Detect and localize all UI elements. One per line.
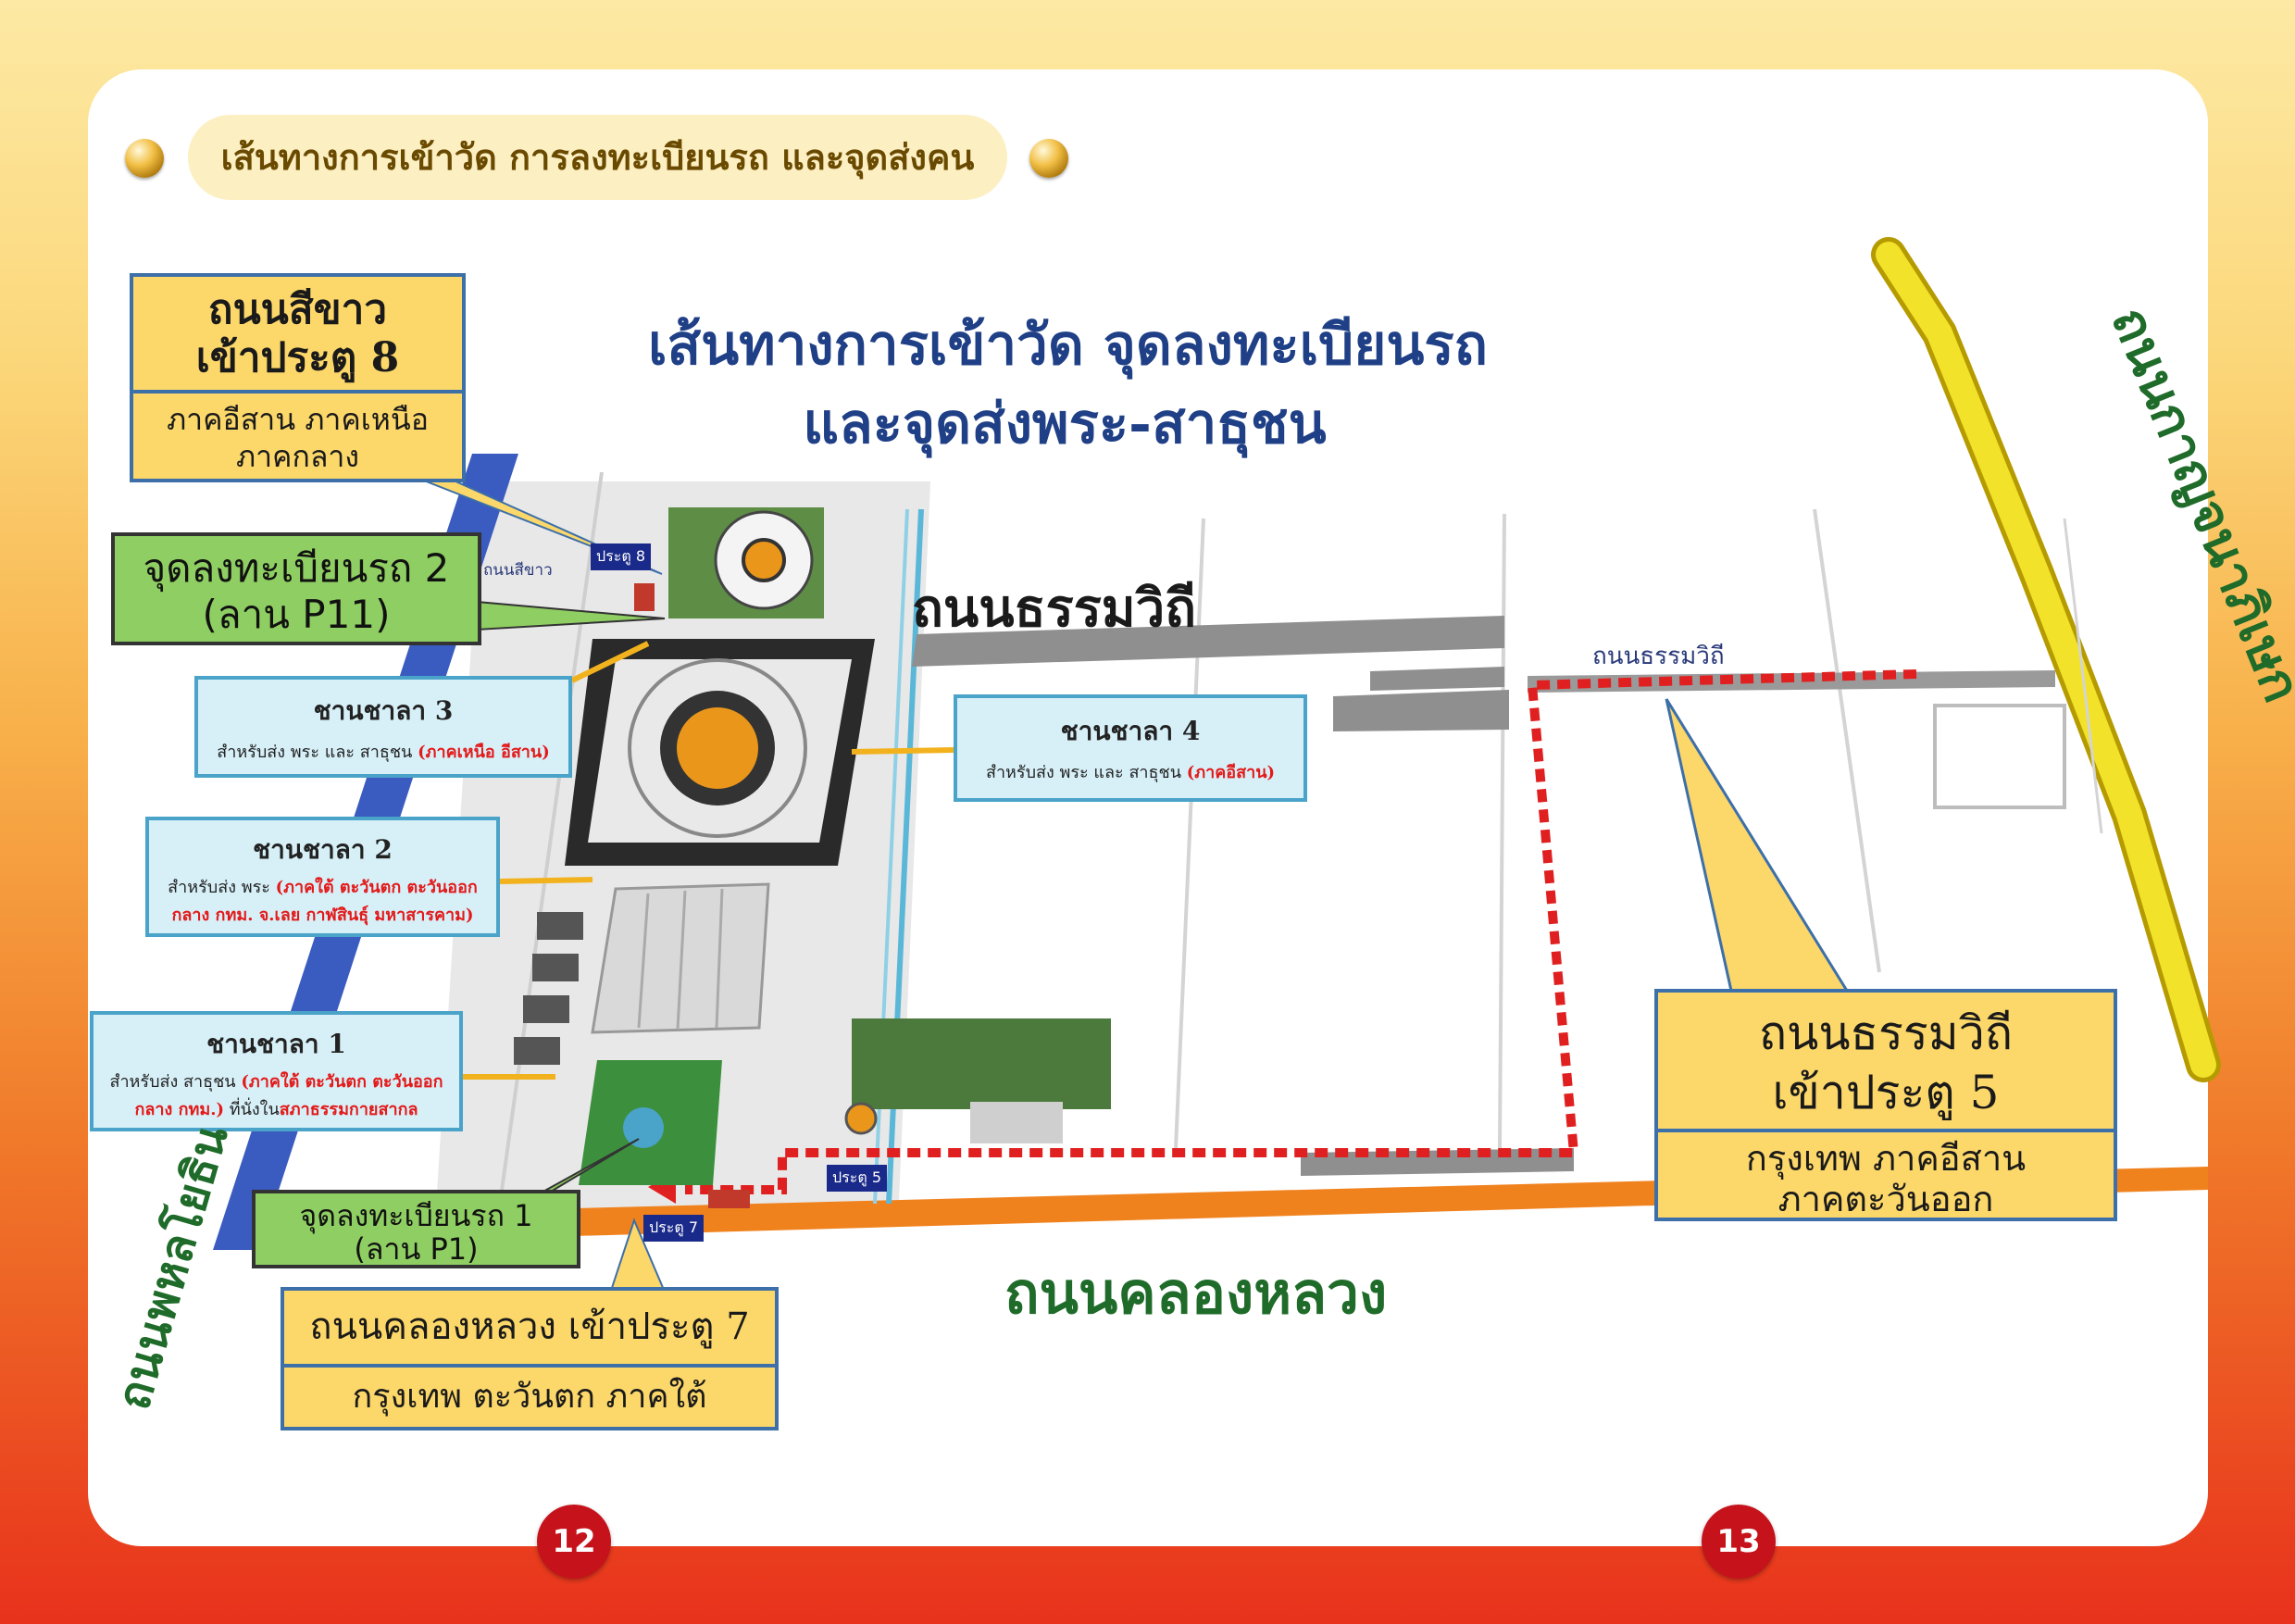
platform-4-title: ชานชาลา 4: [1060, 716, 1201, 746]
platform-1-title: ชานชาลา 1: [206, 1029, 346, 1059]
page-number-left: 12: [537, 1505, 611, 1579]
gate8-regions-line1: ภาคอีสาน ภาคเหนือ: [167, 402, 429, 437]
registration-point-2-callout: จุดลงทะเบียนรถ 2 (ลาน P11): [111, 532, 481, 645]
gate-8-tag: ประตู 8: [591, 543, 651, 570]
gate5-callout-title: ถนนธรรมวิถี เข้าประตู 5: [1654, 989, 2117, 1132]
reg2-line1: จุดลงทะเบียนรถ 2: [143, 545, 450, 591]
gold-orb-icon: [125, 139, 164, 178]
gate8-road-name: ถนนสีขาว: [207, 286, 388, 333]
forest-park: [852, 1018, 1111, 1109]
map-title-line2: และจุดส่งพระ-สาธุชน: [803, 392, 1327, 456]
gate-7-tag: ประตู 7: [643, 1215, 704, 1242]
kanchanaphisek-road: [1876, 242, 2216, 1078]
si-khao-small-label: ถนนสีขาว: [483, 561, 553, 580]
platform-4-desc: สำหรับส่ง พระ และ สาธุชน (ภาคอีสาน): [985, 763, 1276, 782]
platform-1-desc: สำหรับส่ง สาธุชน (ภาคใต้ ตะวันตก ตะวันออ…: [109, 1072, 443, 1092]
platform-3-callout: ชานชาลา 3 สำหรับส่ง พระ และ สาธุชน (ภาคเ…: [194, 676, 572, 778]
map-title-line1: เส้นทางการเข้าวัด จุดลงทะเบียนรถ: [648, 313, 1488, 378]
khlong-luang-road-label: ถนนคลองหลวง: [1004, 1259, 1388, 1327]
p3-arrow: [570, 641, 650, 683]
platform-4-callout: ชานชาลา 4 สำหรับส่ง พระ และ สาธุชน (ภาคอ…: [954, 694, 1307, 802]
gate5-road-name: ถนนธรรมวิถี: [1758, 1006, 2014, 1060]
gate8-callout-title: ถนนสีขาว เข้าประตู 8: [130, 273, 466, 394]
platform-2-desc2: กลาง กทม. จ.เลย กาฬสินธุ์ มหาสารคาม): [171, 906, 474, 925]
gold-orb-icon: [1029, 139, 1068, 178]
platform-3-title: ชานชาลา 3: [313, 695, 454, 726]
gate7-callout-title: ถนนคลองหลวง เข้าประตู 7: [281, 1287, 779, 1368]
gate5-regions-line2: ภาคตะวันออก: [1777, 1179, 1994, 1219]
thammawithi-road-segment: [912, 616, 1504, 667]
gate8-callout-regions: ภาคอีสาน ภาคเหนือ ภาคกลาง: [130, 390, 466, 482]
platform-1-desc2: กลาง กทม.) ที่นั่งในสภาธรรมกายสากล: [134, 1100, 418, 1119]
platform-2-callout: ชานชาลา 2 สำหรับส่ง พระ (ภาคใต้ ตะวันตก …: [145, 817, 500, 937]
gate5-pointer: [1665, 698, 1850, 993]
platform-3-desc: สำหรับส่ง พระ และ สาธุชน (ภาคเหนือ อีสาน…: [217, 743, 550, 762]
registration-point-1-callout: จุดลงทะเบียนรถ 1 (ลาน P1): [252, 1190, 580, 1268]
platform-1-callout: ชานชาลา 1 สำหรับส่ง สาธุชน (ภาคใต้ ตะวัน…: [90, 1011, 463, 1131]
gate5-callout-regions: กรุงเทพ ภาคอีสาน ภาคตะวันออก: [1654, 1129, 2117, 1221]
platform-2-title: ชานชาลา 2: [253, 834, 393, 865]
gate5-gate: เข้าประตู 5: [1772, 1066, 2000, 1119]
dhammakaya-cetiya: [677, 707, 758, 789]
reg1-line1: จุดลงทะเบียนรถ 1: [299, 1198, 533, 1233]
north-pagoda: [742, 538, 786, 582]
reg2-line2: (ลาน P11): [202, 592, 391, 637]
section-title: เส้นทางการเข้าวัด การลงทะเบียนรถ และจุดส…: [188, 115, 1007, 200]
thammawithi-road-label: ถนนธรรมวิถี: [912, 578, 1197, 639]
thammawithi-small-label: ถนนธรรมวิถี: [1592, 643, 1725, 670]
gate5-route: [685, 669, 1917, 1194]
gate8-regions-line2: ภาคกลาง: [235, 439, 360, 474]
gate7-callout-regions: กรุงเทพ ตะวันตก ภาคใต้: [281, 1364, 779, 1430]
page-number-right: 13: [1702, 1505, 1776, 1579]
p4-arrow: [851, 747, 954, 755]
reg1-line2: (ลาน P1): [354, 1231, 479, 1267]
platform-2-desc: สำหรับส่ง พระ (ภาคใต้ ตะวันตก ตะวันออก: [168, 878, 478, 897]
gate8-gate: เข้าประตู 8: [195, 334, 400, 381]
gate5-regions-line1: กรุงเทพ ภาคอีสาน: [1745, 1138, 2027, 1179]
p2-arrow: [499, 877, 593, 884]
gate-5-tag: ประตู 5: [827, 1165, 887, 1192]
